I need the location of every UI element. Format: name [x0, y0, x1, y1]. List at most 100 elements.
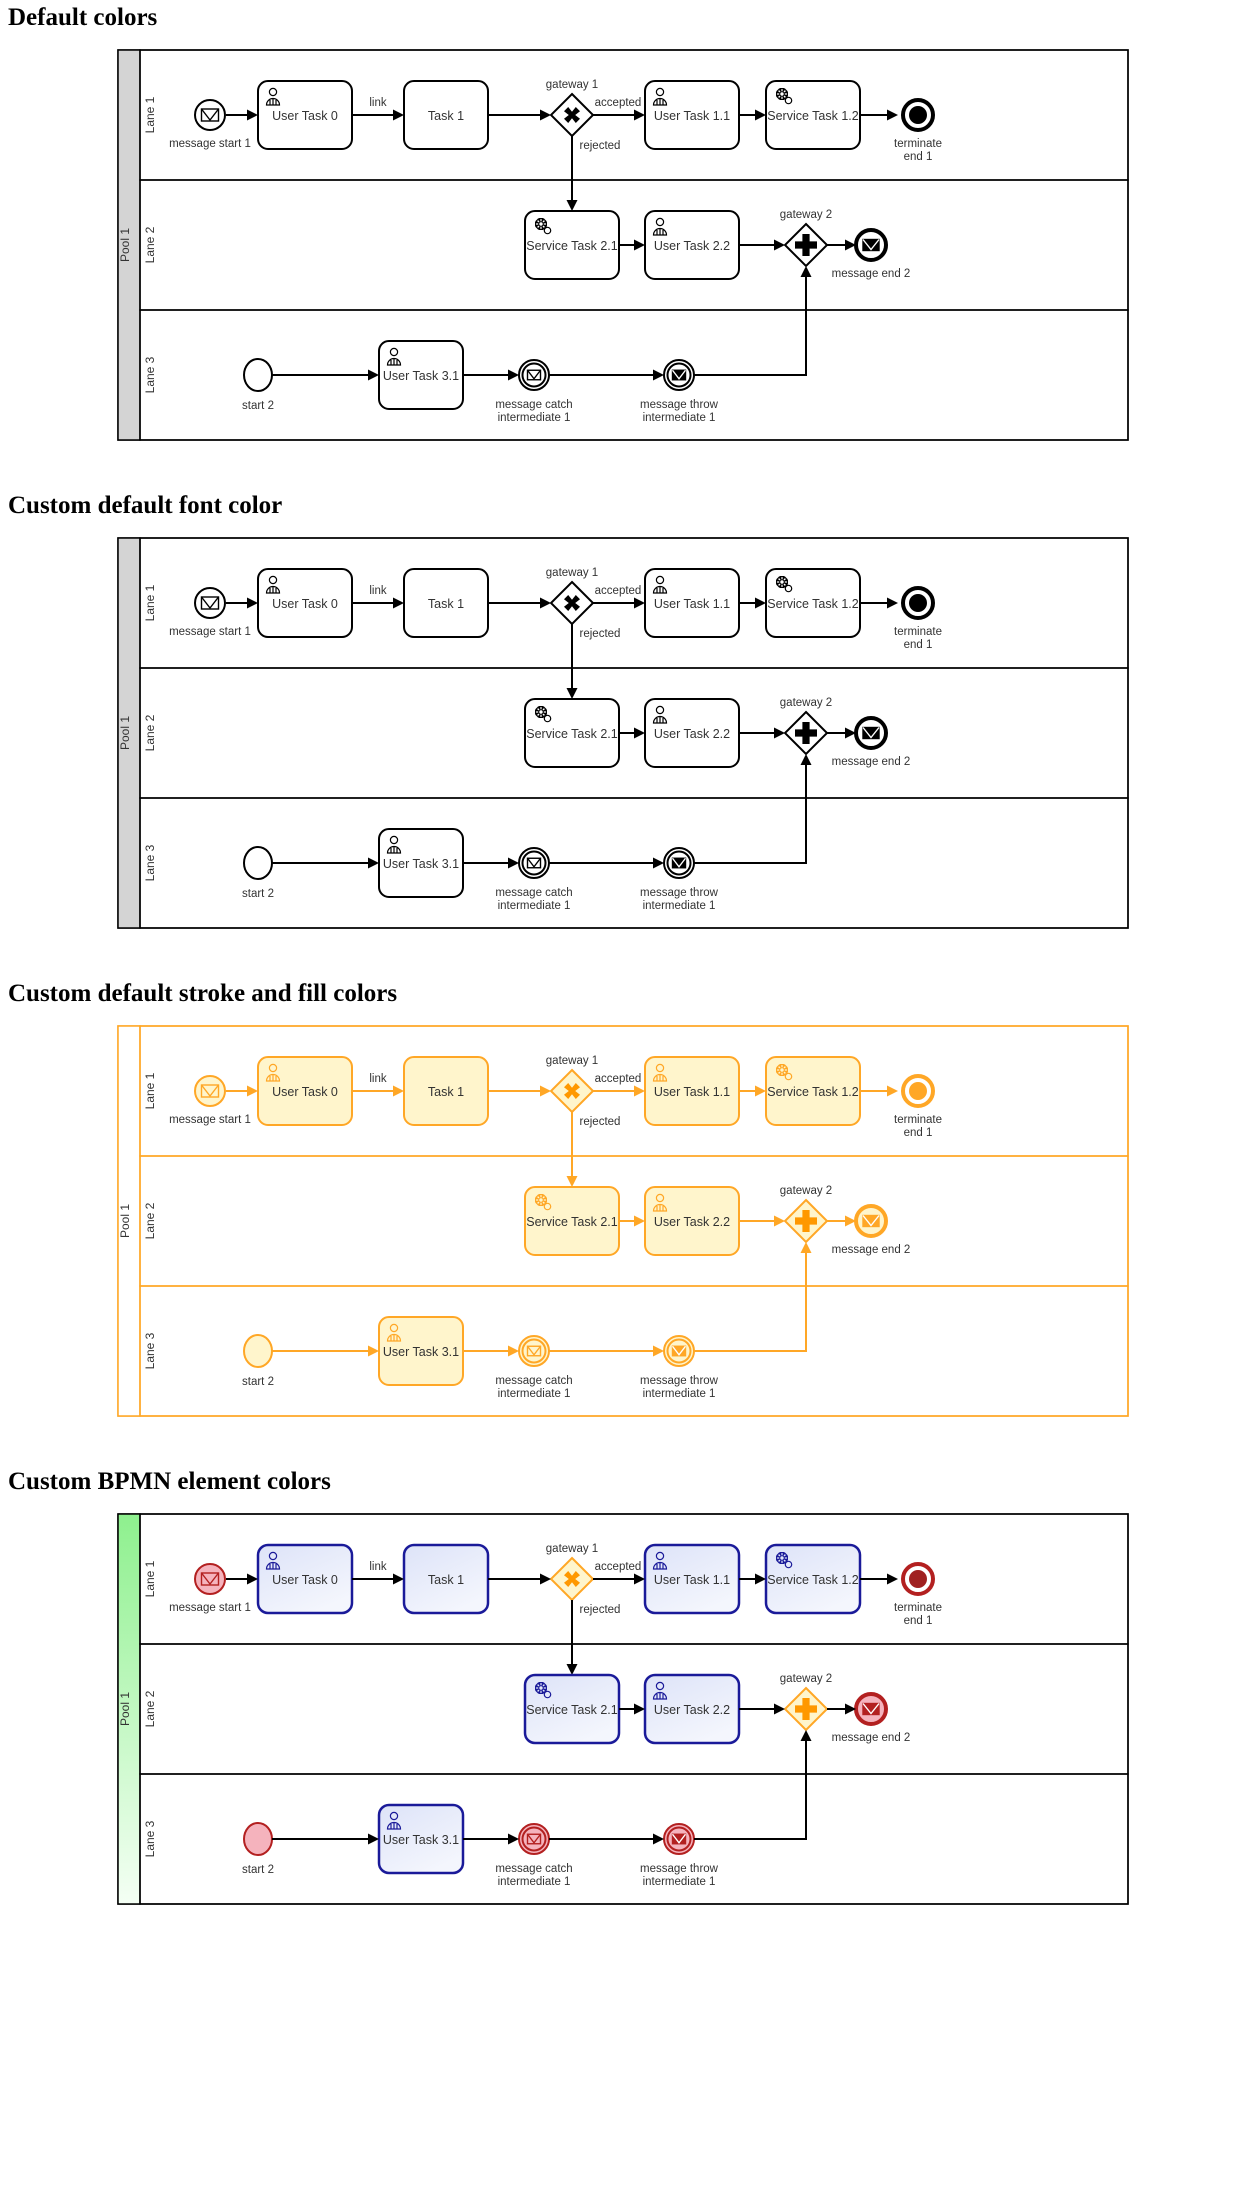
parallel-gateway[interactable] — [783, 1686, 829, 1732]
lane-label: Lane 2 — [143, 1202, 157, 1239]
user-task[interactable]: User Task 2.2 — [644, 210, 740, 280]
gear-icon — [776, 1552, 793, 1569]
user-icon — [386, 1811, 402, 1830]
service-task[interactable]: Service Task 2.1 — [524, 210, 620, 280]
terminate-end-event[interactable] — [901, 1562, 935, 1596]
sequence-flow-arrowhead — [800, 266, 812, 277]
element-label: message start 1 — [169, 1114, 251, 1126]
user-task[interactable]: User Task 0 — [256, 1543, 354, 1615]
element-label: accepted — [595, 1561, 642, 1573]
user-task[interactable]: User Task 0 — [257, 80, 353, 150]
message-catch-intermediate-event[interactable] — [518, 847, 550, 879]
service-task[interactable]: Service Task 1.2 — [765, 1056, 861, 1126]
element-label: rejected — [580, 628, 621, 640]
parallel-gateway[interactable] — [783, 1198, 829, 1244]
start-event[interactable] — [243, 1334, 273, 1368]
user-task[interactable]: User Task 1.1 — [644, 568, 740, 638]
sequence-flow-arrowhead — [755, 109, 766, 121]
envelope-icon — [862, 1702, 880, 1716]
terminate-end-event[interactable] — [901, 1074, 935, 1108]
sequence-flow-arrowhead — [845, 239, 856, 251]
message-start-event[interactable] — [194, 1075, 226, 1107]
service-task[interactable]: Service Task 2.1 — [523, 1673, 621, 1745]
element-label: User Task 2.2 — [654, 727, 730, 741]
start-event[interactable] — [243, 358, 273, 392]
message-end-event[interactable] — [854, 228, 888, 262]
element-label: message catch — [495, 1375, 572, 1387]
section-heading-custom-stroke-fill: Custom default stroke and fill colors — [8, 980, 398, 1007]
user-task[interactable]: User Task 3.1 — [377, 1803, 465, 1875]
user-task[interactable]: User Task 1.1 — [643, 1543, 741, 1615]
element-label: User Task 1.1 — [654, 109, 730, 123]
start-event[interactable] — [243, 846, 273, 880]
envelope-icon — [200, 596, 220, 610]
message-throw-intermediate-event[interactable] — [663, 1823, 695, 1855]
message-catch-intermediate-event[interactable] — [518, 1335, 550, 1367]
element-label: end 1 — [904, 1615, 933, 1627]
service-task[interactable]: Service Task 1.2 — [764, 1543, 862, 1615]
user-task[interactable]: User Task 3.1 — [378, 340, 464, 410]
task[interactable]: Task 1 — [402, 1543, 490, 1615]
parallel-gateway[interactable] — [783, 710, 829, 756]
message-start-event[interactable] — [194, 99, 226, 131]
element-label: message catch — [495, 887, 572, 899]
parallel-gateway[interactable] — [783, 222, 829, 268]
message-end-event[interactable] — [854, 1204, 888, 1238]
exclusive-gateway[interactable] — [549, 580, 595, 626]
message-end-event[interactable] — [854, 1692, 888, 1726]
user-icon — [265, 575, 281, 594]
service-task[interactable]: Service Task 2.1 — [524, 698, 620, 768]
sequence-flow-arrowhead — [540, 597, 551, 609]
start-event[interactable] — [243, 1822, 273, 1856]
message-catch-intermediate-event[interactable] — [518, 359, 550, 391]
user-task[interactable]: User Task 2.2 — [643, 1673, 741, 1745]
user-task[interactable]: User Task 3.1 — [378, 1316, 464, 1386]
service-task[interactable]: Service Task 1.2 — [765, 568, 861, 638]
terminate-end-event[interactable] — [901, 586, 935, 620]
element-label: intermediate 1 — [643, 1388, 716, 1400]
sequence-flow-arrowhead — [368, 857, 379, 869]
element-label: end 1 — [904, 639, 933, 651]
message-throw-intermediate-event[interactable] — [663, 1335, 695, 1367]
user-icon — [652, 1551, 668, 1570]
sequence-flow-arrowhead — [755, 1085, 766, 1097]
element-label: User Task 1.1 — [654, 597, 730, 611]
user-task[interactable]: User Task 0 — [257, 1056, 353, 1126]
service-task[interactable]: Service Task 2.1 — [524, 1186, 620, 1256]
lane-label: Lane 1 — [143, 96, 157, 133]
task[interactable]: Task 1 — [403, 568, 489, 638]
sequence-flow-arrowhead — [566, 1664, 578, 1675]
gear-icon — [535, 218, 552, 235]
message-start-event[interactable] — [194, 1563, 226, 1595]
message-throw-intermediate-event[interactable] — [663, 359, 695, 391]
message-catch-intermediate-event[interactable] — [518, 1823, 550, 1855]
envelope-icon — [671, 1833, 687, 1845]
task[interactable]: Task 1 — [403, 1056, 489, 1126]
user-task[interactable]: User Task 2.2 — [644, 698, 740, 768]
sequence-flow-arrowhead — [393, 1573, 404, 1585]
user-task[interactable]: User Task 0 — [257, 568, 353, 638]
user-task[interactable]: User Task 1.1 — [644, 80, 740, 150]
exclusive-gateway[interactable] — [549, 92, 595, 138]
element-label: terminate — [894, 626, 942, 638]
task[interactable]: Task 1 — [403, 80, 489, 150]
user-task[interactable]: User Task 2.2 — [644, 1186, 740, 1256]
exclusive-gateway[interactable] — [549, 1556, 595, 1602]
user-icon — [652, 1681, 668, 1700]
message-throw-intermediate-event[interactable] — [663, 847, 695, 879]
user-task[interactable]: User Task 1.1 — [644, 1056, 740, 1126]
element-label: User Task 0 — [272, 1573, 338, 1587]
message-start-event[interactable] — [194, 587, 226, 619]
message-end-event[interactable] — [854, 716, 888, 750]
user-task[interactable]: User Task 3.1 — [378, 828, 464, 898]
exclusive-gateway[interactable] — [549, 1068, 595, 1114]
service-task[interactable]: Service Task 1.2 — [765, 80, 861, 150]
element-label: User Task 1.1 — [654, 1085, 730, 1099]
sequence-flow-arrowhead — [393, 597, 404, 609]
element-label: message throw — [640, 1863, 719, 1875]
user-icon — [652, 1193, 668, 1212]
terminate-end-event[interactable] — [901, 98, 935, 132]
element-label: gateway 2 — [780, 1185, 832, 1197]
